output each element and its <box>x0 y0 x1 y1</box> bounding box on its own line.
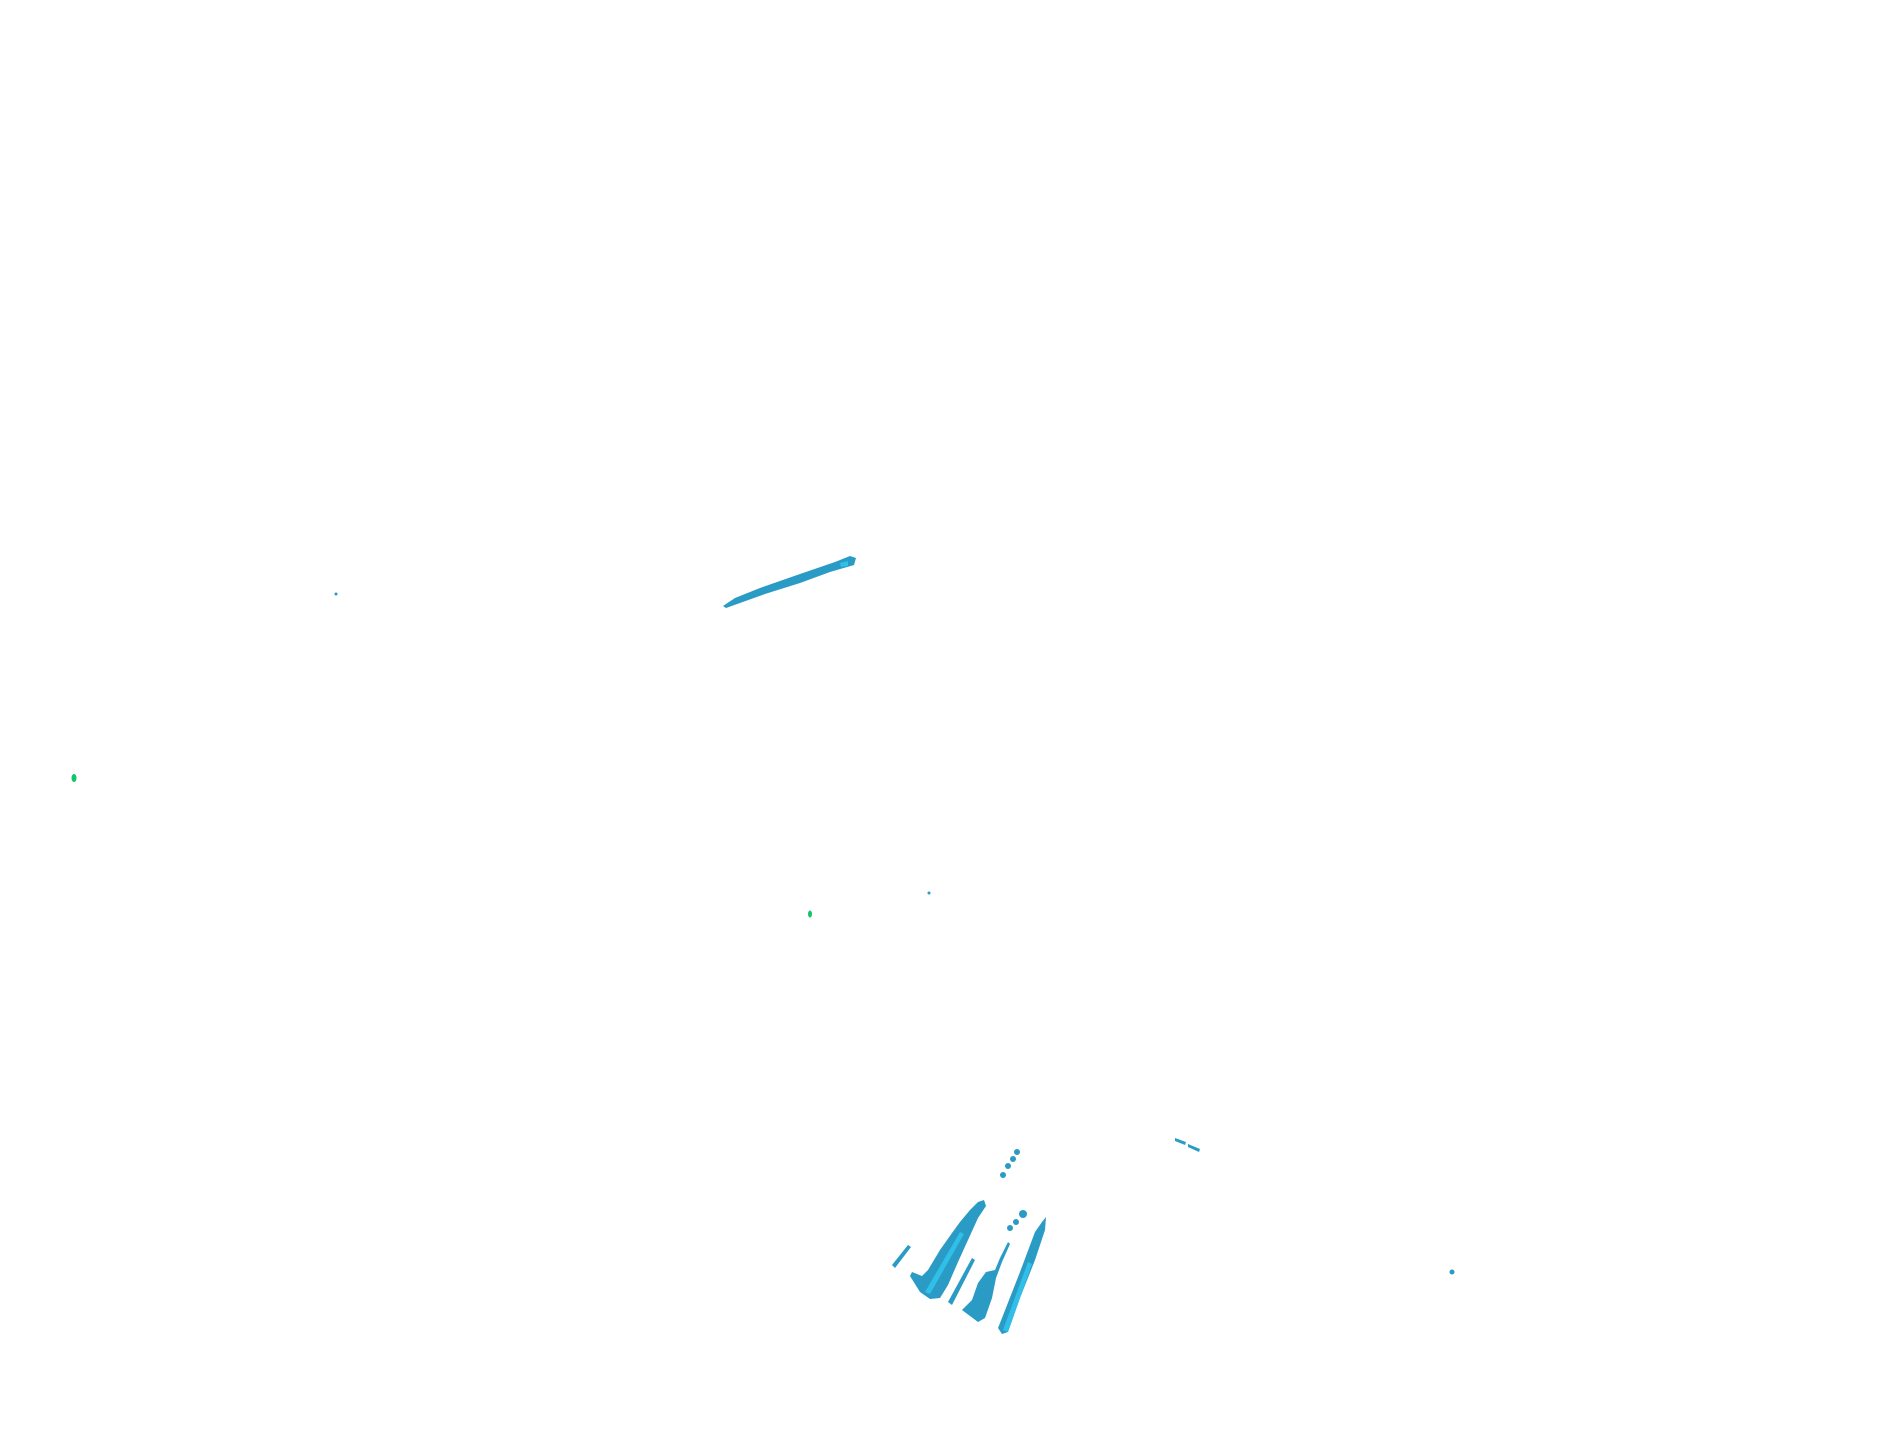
green-point <box>808 910 812 918</box>
cluster-bottom <box>892 1200 1046 1334</box>
segment-thin-left <box>892 1245 911 1268</box>
segment-left-blob <box>910 1200 986 1299</box>
point <box>334 592 338 596</box>
segment-mid-blob <box>962 1242 1010 1322</box>
segment-long-bar <box>998 1217 1046 1334</box>
green-point <box>71 774 77 782</box>
dashes-right <box>1175 1138 1200 1152</box>
segment-thin-mid <box>948 1258 975 1305</box>
diagonal-streak <box>723 556 856 608</box>
dot-chain <box>1000 1149 1027 1231</box>
point <box>927 891 931 895</box>
point <box>1449 1269 1455 1275</box>
